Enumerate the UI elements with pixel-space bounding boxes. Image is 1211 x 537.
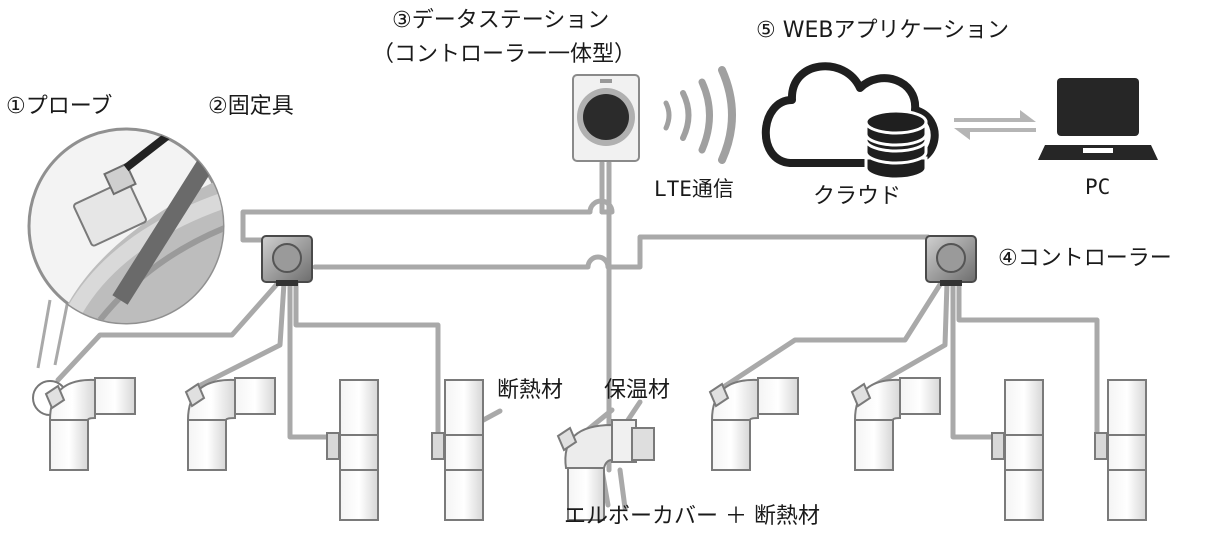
cloud-label: クラウド — [813, 184, 902, 209]
straight-pipe — [1094, 379, 1147, 521]
fixture-label: ②固定具 — [208, 94, 294, 119]
straight-pipe — [991, 379, 1044, 521]
data-station-label: ③データステーション — [392, 8, 610, 33]
laptop-icon — [1038, 78, 1158, 160]
elbow-pipe — [708, 377, 799, 471]
elbow-cover-label: エルボーカバー ＋ 断熱材 — [564, 504, 820, 529]
elbow-pipe — [44, 377, 136, 471]
pc-label: PC — [1085, 175, 1111, 199]
elbow-cover-pipe — [556, 419, 655, 521]
controller-label: ④コントローラー — [998, 246, 1172, 271]
heat-retention-label: 保温材 — [604, 378, 671, 403]
straight-pipe — [431, 379, 484, 521]
wireless-signal-icon — [663, 66, 736, 164]
probe-label: ①プローブ — [6, 94, 113, 119]
data-station-sub-label: （コントローラー一体型） — [372, 42, 637, 67]
elbow-pipe — [184, 377, 276, 471]
database-icon — [864, 109, 928, 181]
pipe-row — [44, 377, 1147, 521]
insulation-label: 断熱材 — [497, 378, 564, 403]
data-station-device — [572, 74, 640, 162]
left-controller-device — [261, 235, 313, 286]
bidirectional-arrows-icon — [954, 110, 1036, 140]
elbow-pipe — [850, 377, 941, 471]
lte-label: LTE通信 — [654, 177, 734, 201]
straight-pipe — [326, 379, 379, 521]
probe-zoom-callout — [27, 127, 225, 416]
right-controller-device — [925, 235, 977, 286]
web-app-label: ⑤ WEBアプリケーション — [756, 18, 1010, 43]
